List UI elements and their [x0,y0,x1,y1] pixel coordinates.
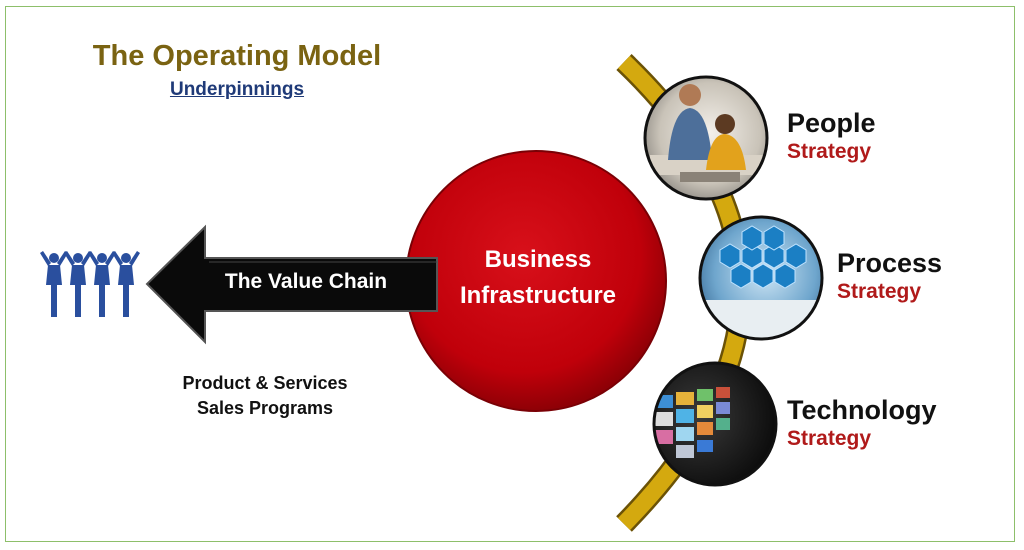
pillar-process-sub: Strategy [837,280,922,303]
page-title: The Operating Model [92,40,382,72]
value-chain-arrow [145,224,438,345]
pillar-people: People Strategy [787,107,876,165]
process-hexagon-photo [698,215,824,341]
pillar-technology: Technology Strategy [787,394,937,452]
pillar-people-sub: Strategy [787,140,872,163]
pillar-process-name: Process [837,248,943,278]
people-meeting-photo [643,75,769,201]
pillar-technology-name: Technology [787,395,937,425]
page-subtitle: Underpinnings [169,79,305,100]
pillar-process: Process Strategy [837,247,942,305]
business-infrastructure-label: Business Infrastructure [408,242,668,314]
pillar-technology-sub: Strategy [787,427,872,450]
core-line-2: Infrastructure [459,282,617,309]
diagram-frame [5,6,1015,542]
pillar-people-name: People [787,108,876,138]
offerings-line-1: Product & Services [182,373,348,393]
people-group-icon [40,251,140,317]
offerings-text: Product & Services Sales Programs [130,371,400,421]
core-line-1: Business [484,246,592,273]
value-chain-label: The Value Chain [224,270,388,293]
media-screens-photo [652,361,778,487]
offerings-line-2: Sales Programs [196,398,334,418]
